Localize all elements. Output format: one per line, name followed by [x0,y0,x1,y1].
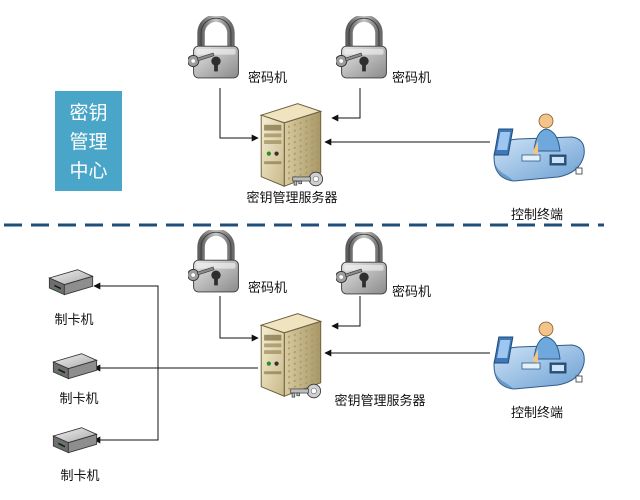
card-maker-icon [52,353,98,380]
padlock-icon [334,234,386,294]
card-maker-icon [52,427,98,454]
control-terminal-label: 控制终端 [511,405,563,421]
operator-workstation-icon [493,321,585,390]
center-box-bg [55,91,122,191]
cipher-machine-label: 密码机 [248,70,287,86]
top-section: 密码机 密码机 密钥管理服务器 控制终端 [186,18,585,223]
connector-cipher-left-to-server [219,296,259,342]
connector-cipher-left-to-server [219,88,259,142]
connector-cipher-right-to-server [331,296,361,330]
key-server-label: 密钥管理服务器 [334,393,425,409]
card-maker-icon [48,269,94,296]
key-server-label: 密钥管理服务器 [246,190,337,206]
center-line-1: 密钥 [69,102,107,124]
operator-workstation-icon [493,113,585,182]
key-management-center-box: 密钥 管理 中心 [55,91,122,191]
cipher-machine-label: 密码机 [392,70,431,86]
padlock-icon [186,232,238,292]
center-line-3: 中心 [69,160,107,182]
card-maker-label: 制卡机 [60,469,99,484]
cipher-machine-label: 密码机 [248,280,287,296]
server-icon [260,313,322,397]
bottom-section: 密码机 密码机 密钥管理服务器 控制终端 制卡机 制卡机 制卡机 [48,232,585,484]
card-maker-label: 制卡机 [54,313,93,328]
connector-cipher-right-to-server [331,88,361,122]
padlock-icon [334,18,386,78]
cipher-machine-label: 密码机 [392,284,431,300]
card-maker-label: 制卡机 [59,392,98,407]
padlock-icon [186,18,238,78]
control-terminal-label: 控制终端 [511,207,563,223]
center-line-2: 管理 [69,131,107,153]
connector-server-to-card-maker-3 [93,368,159,444]
connector-server-to-card-maker-1 [93,282,159,368]
